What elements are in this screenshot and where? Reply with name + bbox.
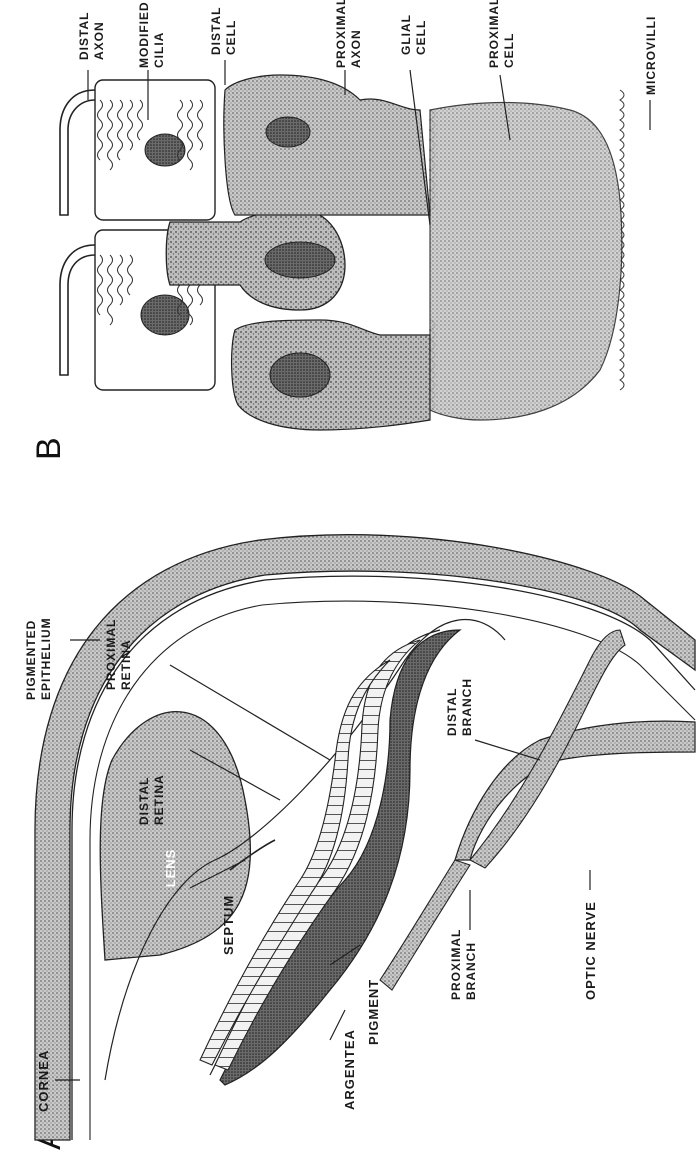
glial-cell-nucleus	[265, 242, 335, 278]
pigmented-epithelium-label-line2: EPITHELIUM	[39, 617, 53, 700]
distal-cell-label-line2: CELL	[224, 20, 238, 55]
panel-b-letter: B	[30, 437, 68, 460]
proximal-branch-label: PROXIMAL BRANCH	[449, 929, 478, 1000]
distal-retina-label-line2: RETINA	[152, 774, 166, 825]
proximal-branch-label-line2: BRANCH	[464, 942, 478, 1000]
pigmented-epithelium-label-line1: PIGMENTED	[24, 620, 38, 700]
distal-cell-label-line1: DISTAL	[209, 7, 223, 55]
distal-branch-label-line2: BRANCH	[460, 678, 474, 736]
glial-cell-label-line2: CELL	[414, 20, 428, 55]
distal-axon-label-line2: AXON	[92, 21, 106, 60]
optic-nerve-label: OPTIC NERVE	[583, 901, 598, 1000]
distal-axon-label: DISTAL AXON	[77, 12, 106, 60]
septum-label: SEPTUM	[221, 895, 236, 955]
proximal-retina-label-line1: PROXIMAL	[104, 619, 118, 690]
pigmented-epithelium-label: PIGMENTED EPITHELIUM	[24, 617, 53, 700]
distal-axon-upper	[60, 90, 95, 215]
proximal-axon-label-line2: AXON	[349, 29, 363, 68]
proximal-axon-label-line1: PROXIMAL	[334, 0, 348, 68]
proximal-cell-nucleus-upper	[266, 117, 310, 147]
cornea-label: CORNEA	[36, 1050, 51, 1112]
distal-retina-label: DISTAL RETINA	[137, 774, 166, 825]
distal-retina-label-line1: DISTAL	[137, 777, 151, 825]
distal-axon-label-line1: DISTAL	[77, 12, 91, 60]
lens-label: LENS	[163, 849, 178, 888]
argentea-label: ARGENTEA	[342, 1029, 357, 1110]
distal-branch-label: DISTAL BRANCH	[445, 678, 474, 736]
distal-cell-label: DISTAL CELL	[209, 7, 238, 55]
proximal-branch-label-line1: PROXIMAL	[449, 929, 463, 1000]
proximal-cell-upper-shape	[224, 75, 430, 215]
proximal-cell-nucleus-lower	[270, 353, 330, 397]
modified-cilia-label: MODIFIED CILIA	[137, 1, 166, 68]
glial-cell-label-line1: GLIAL	[399, 14, 413, 55]
distal-branch-label-line1: DISTAL	[445, 688, 459, 736]
modified-cilia-label-line2: CILIA	[152, 32, 166, 68]
proximal-cell-label-line2: CELL	[502, 33, 516, 68]
proximal-axon-label: PROXIMAL AXON	[334, 0, 363, 68]
distal-cell-nucleus-lower	[141, 295, 189, 335]
distal-axon-lower	[60, 245, 95, 375]
proximal-cell-body	[430, 103, 622, 421]
proximal-cell-lower-shape	[232, 320, 430, 430]
proximal-cell-label: PROXIMAL CELL	[487, 0, 516, 68]
panel-a: A LENS CORNEA	[24, 535, 695, 1150]
proximal-cell-label-line1: PROXIMAL	[487, 0, 501, 68]
pigment-label: PIGMENT	[366, 979, 381, 1045]
panel-b: B	[30, 0, 658, 460]
glial-cell-label: GLIAL CELL	[399, 14, 428, 55]
microvilli-label: MICROVILLI	[644, 16, 658, 95]
proximal-retina-label-line2: RETINA	[119, 639, 133, 690]
modified-cilia-label-line1: MODIFIED	[137, 1, 151, 68]
